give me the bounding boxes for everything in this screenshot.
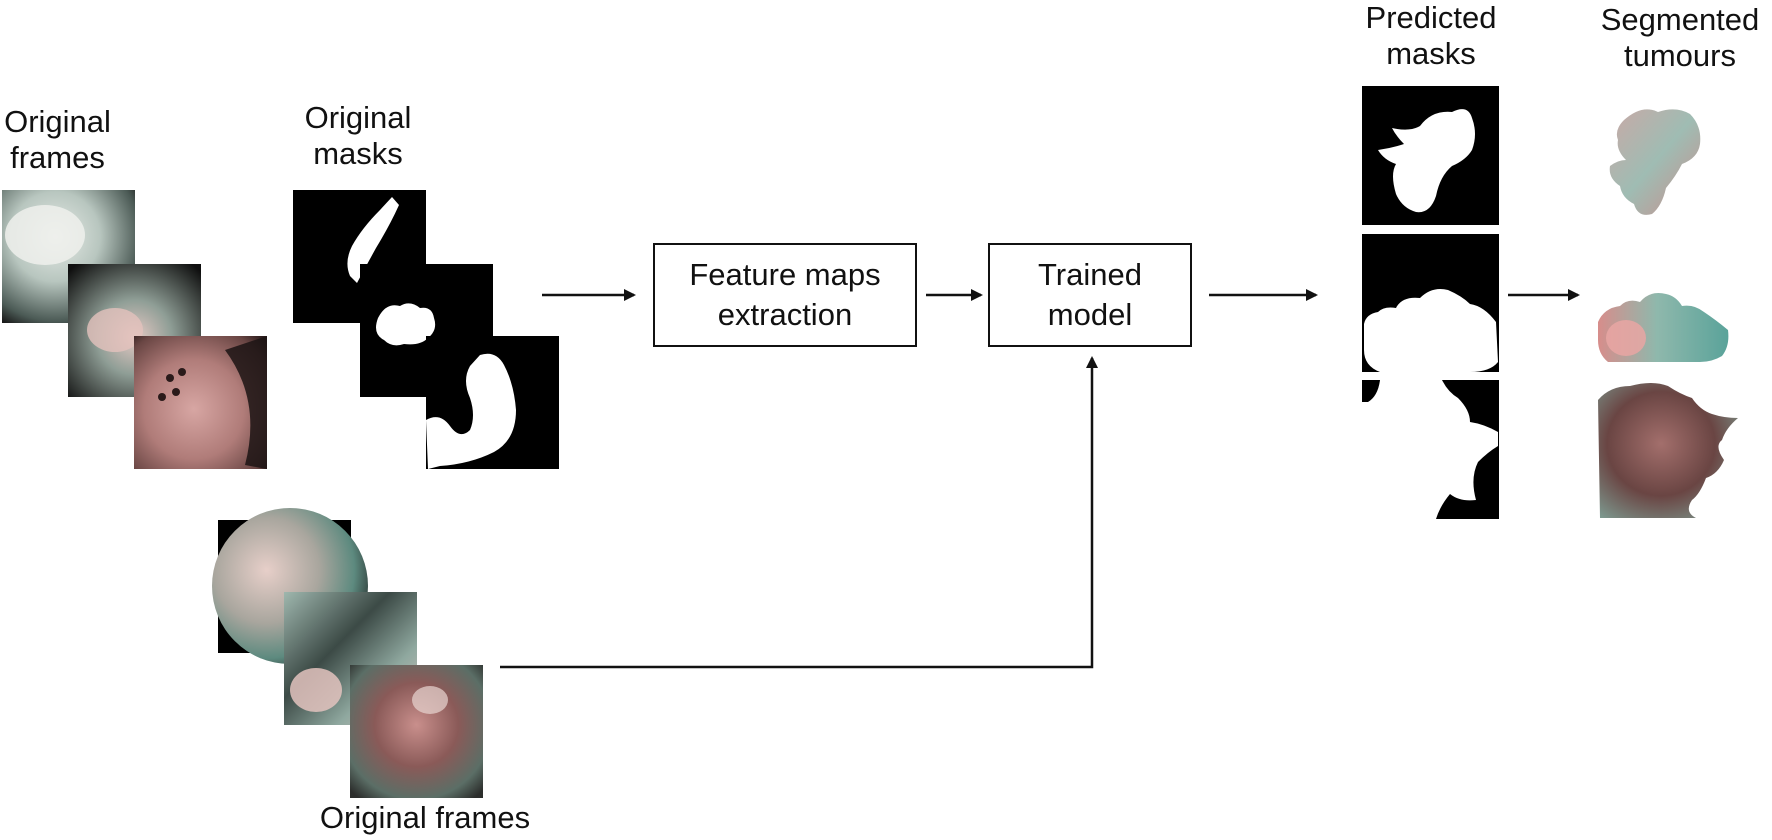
predicted-mask-shape (1378, 109, 1475, 213)
frame-thumbnail (350, 665, 483, 798)
mask-shape (376, 303, 436, 346)
label-original-frames-top: Original frames (4, 104, 111, 175)
label-original-masks: Original masks (304, 100, 412, 171)
trained-model-box: Trained model (988, 243, 1192, 347)
original-frames-bottom-stack (212, 508, 483, 798)
frame-shadow (225, 336, 267, 469)
frame-highlight (87, 308, 143, 352)
label-segmented-tumours: Segmented tumours (1600, 2, 1760, 73)
mask-shape (426, 353, 516, 469)
predicted-mask-shape (1364, 289, 1498, 372)
frame-highlight (5, 205, 85, 265)
predicted-masks-column (1362, 86, 1499, 519)
predicted-mask-hole (1362, 380, 1380, 402)
feature-maps-extraction-box: Feature maps extraction (653, 243, 917, 347)
segmented-tumour-shape (1609, 109, 1701, 215)
arrow-frames-to-model (500, 356, 1098, 669)
frame-detail (158, 393, 166, 401)
mask-shape (347, 197, 399, 283)
frame-detail (166, 374, 174, 382)
predicted-mask-shape (1362, 380, 1498, 519)
frame-highlight (290, 668, 342, 712)
segmented-tumour-shape (1598, 383, 1738, 518)
frame-highlight (412, 686, 448, 714)
label-original-frames-bottom: Original frames (319, 800, 531, 835)
frame-detail (178, 368, 186, 376)
segmented-tumours-column (1598, 109, 1738, 518)
segmented-tumour-detail (1606, 320, 1646, 356)
frame-detail (172, 388, 180, 396)
original-frames-top-stack (2, 190, 267, 469)
label-predicted-masks: Predicted masks (1365, 0, 1497, 71)
original-masks-stack (293, 190, 559, 469)
